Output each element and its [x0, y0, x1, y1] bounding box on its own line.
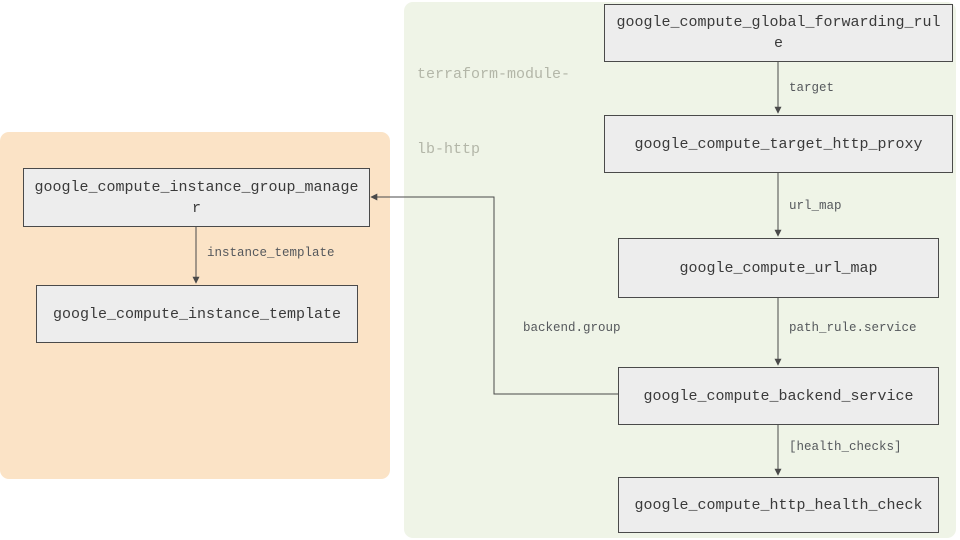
node-google-compute-target-http-proxy: google_compute_target_http_proxy: [604, 115, 953, 173]
edge-label-target: target: [789, 81, 835, 95]
edge-label-health-checks: [health_checks]: [789, 440, 902, 454]
cluster-title-line-2: lb-http: [417, 141, 481, 158]
edge-label-url-map: url_map: [789, 199, 842, 213]
edge-label-instance-template: instance_template: [207, 246, 335, 260]
node-google-compute-backend-service: google_compute_backend_service: [618, 367, 939, 425]
edge-label-path-rule-service: path_rule.service: [789, 321, 917, 335]
node-google-compute-global-forwarding-rule: google_compute_global_forwarding_rule: [604, 4, 953, 62]
edge-label-backend-group: backend.group: [523, 321, 621, 335]
node-google-compute-http-health-check: google_compute_http_health_check: [618, 477, 939, 533]
node-google-compute-instance-template: google_compute_instance_template: [36, 285, 358, 343]
node-google-compute-url-map: google_compute_url_map: [618, 238, 939, 298]
cluster-title-line-1: terraform-module-: [417, 66, 571, 83]
cluster-title: terraform-module- lb-http: [417, 12, 570, 212]
node-google-compute-instance-group-manager: google_compute_instance_group_manager: [23, 168, 370, 227]
